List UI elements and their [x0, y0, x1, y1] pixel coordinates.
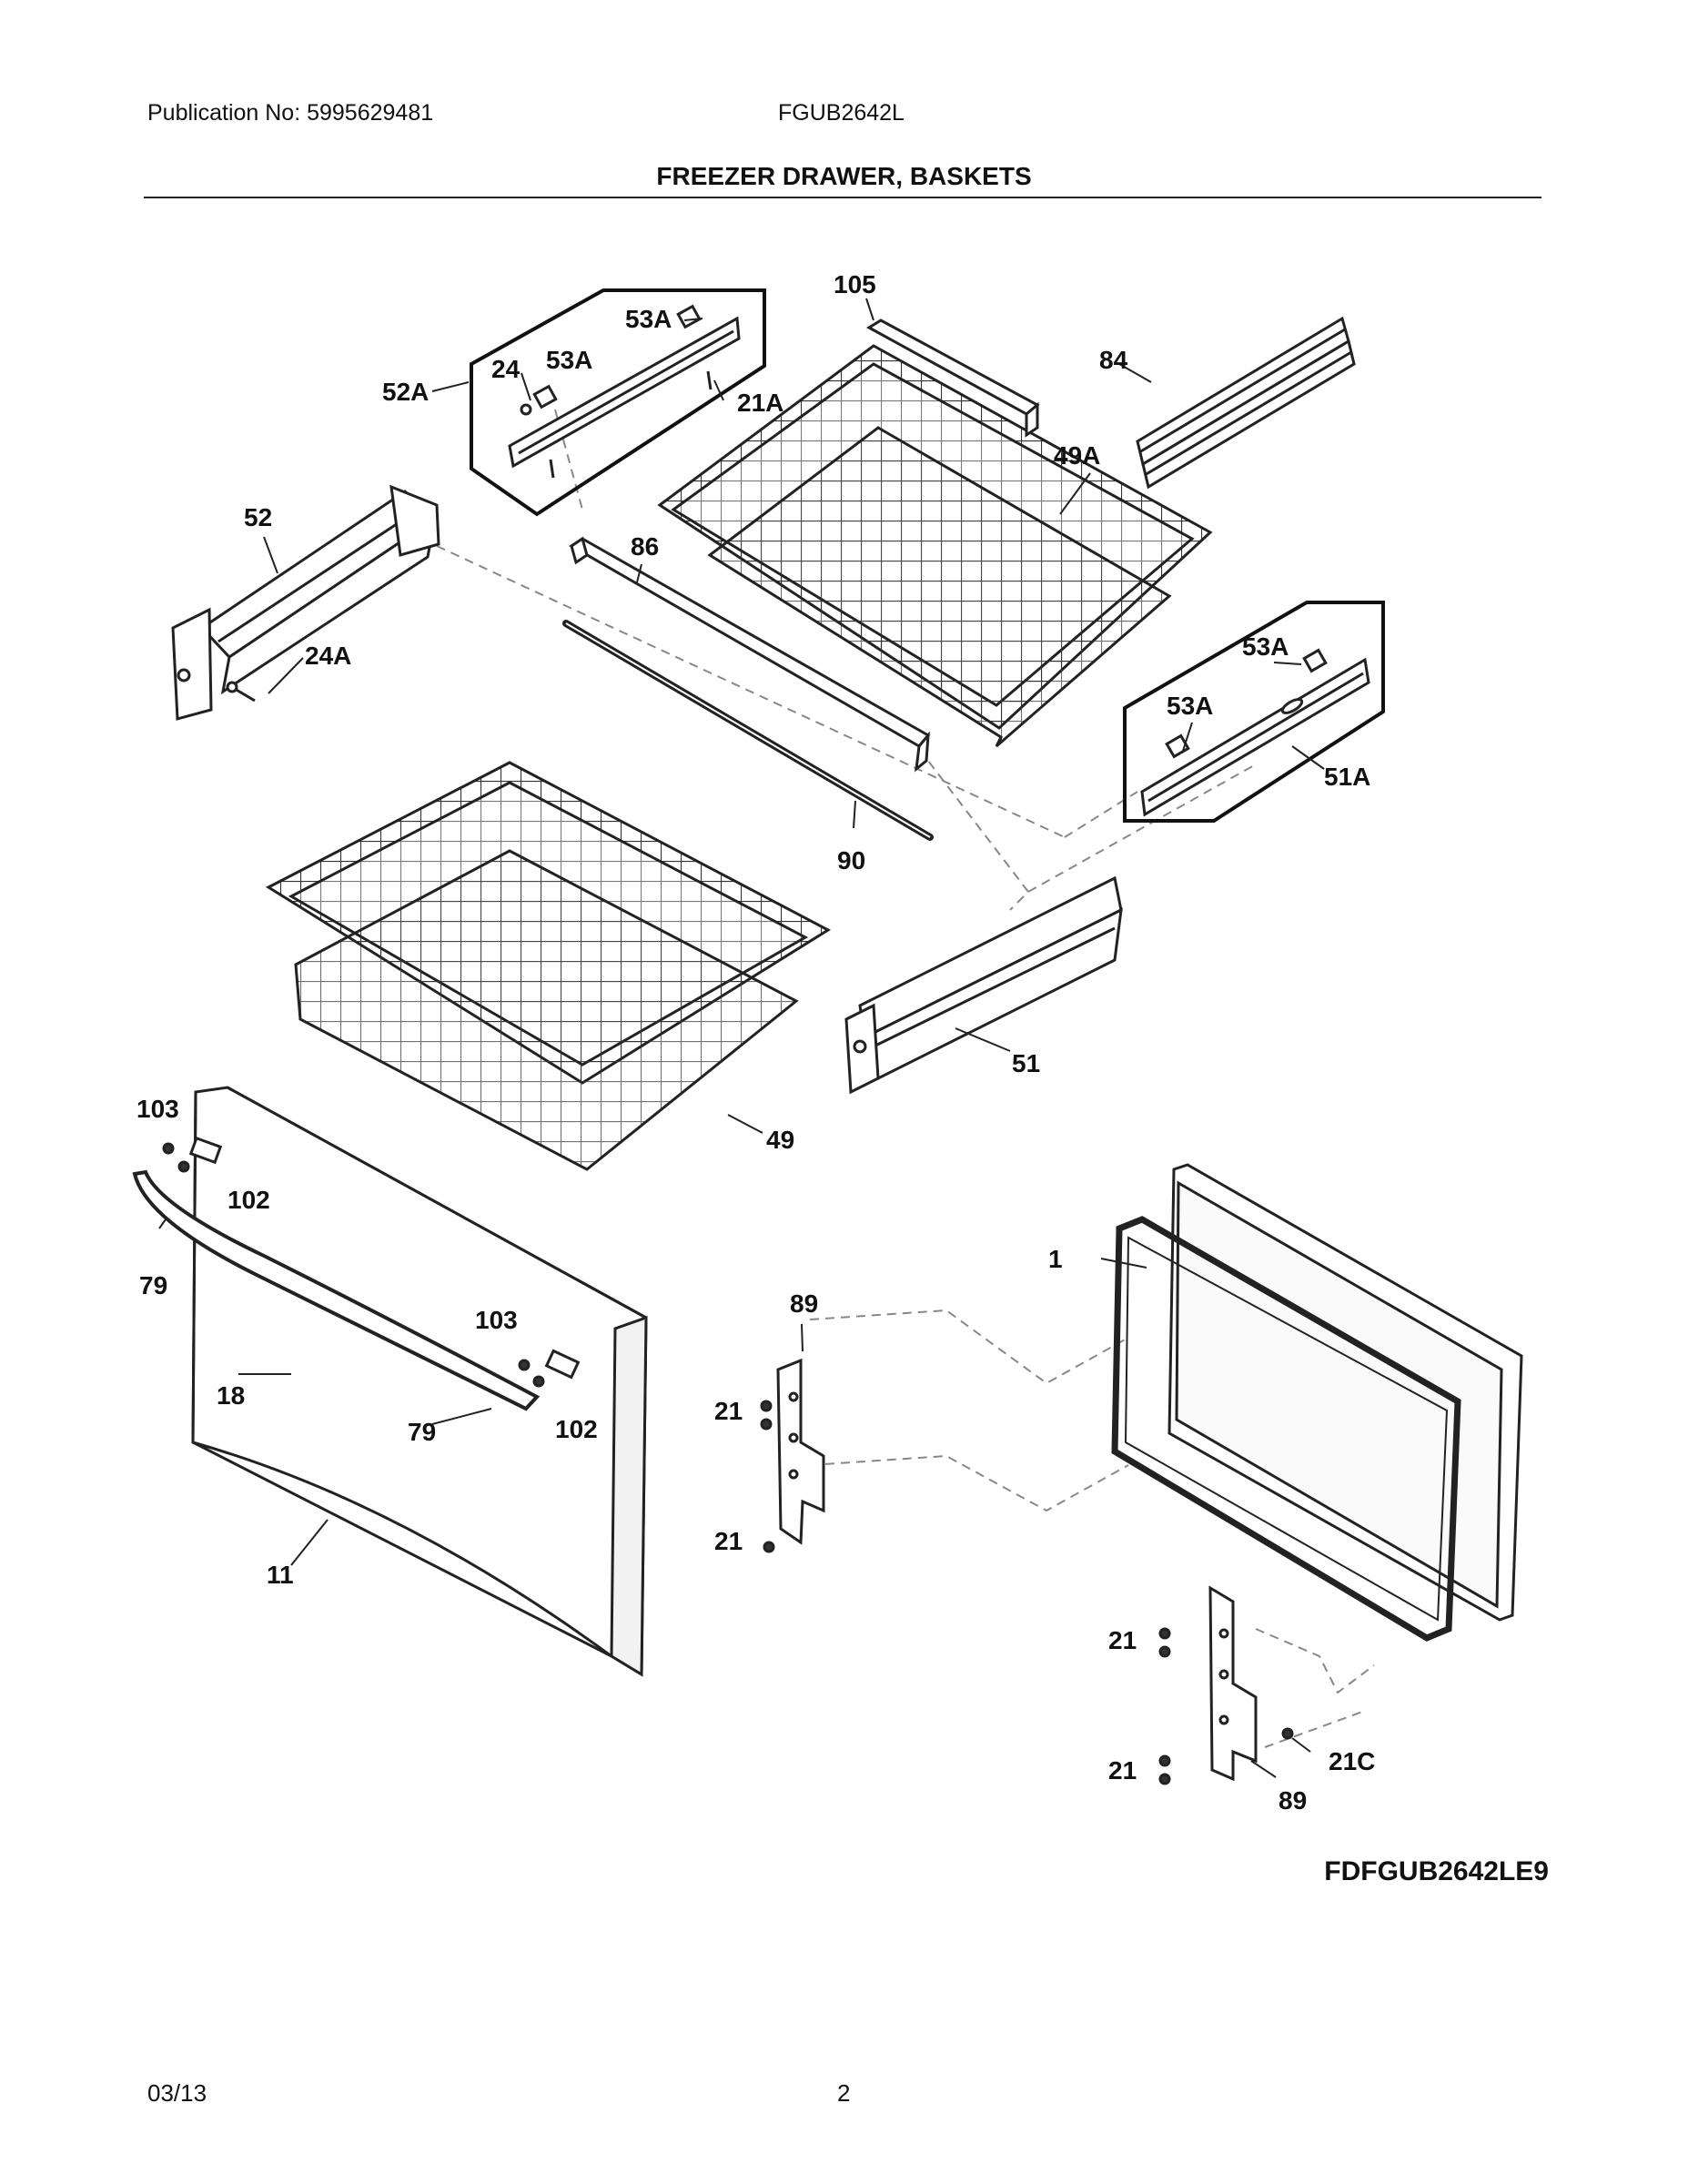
label-53a-left: 53A [546, 346, 592, 374]
publication-number: Publication No: 5995629481 [147, 100, 434, 126]
door-gasket-1 [1111, 1216, 1461, 1642]
label-21-lower-a: 21 [1108, 1626, 1137, 1654]
footer-date: 03/13 [147, 2079, 207, 2107]
bracket-89-upper [776, 1358, 825, 1545]
label-21-upper-a: 21 [714, 1397, 743, 1425]
bracket-89-lower [1208, 1585, 1258, 1782]
label-79-right: 79 [408, 1418, 436, 1446]
header-rule [144, 197, 1541, 198]
drawer-front-11 [191, 1086, 648, 1677]
callout-box-51a [1123, 601, 1385, 823]
page-title: FREEZER DRAWER, BASKETS [656, 162, 1032, 190]
diagram-code: FDFGUB2642LE9 [1324, 1856, 1549, 1886]
label-21a: 21A [737, 389, 783, 417]
lower-basket-49 [265, 761, 832, 1171]
label-52a: 52A [382, 378, 429, 406]
label-21c: 21C [1329, 1747, 1375, 1775]
label-52: 52 [244, 503, 272, 531]
label-24a: 24A [305, 642, 351, 670]
slide-rail-52 [171, 484, 440, 721]
label-102-upper: 102 [227, 1186, 270, 1214]
trim-strip-105 [866, 318, 1040, 438]
label-53a-top: 53A [625, 305, 672, 333]
end-cap-102-upper [188, 1136, 223, 1165]
label-1: 1 [1048, 1245, 1063, 1273]
trim-strip-86 [569, 536, 931, 773]
label-11: 11 [267, 1561, 294, 1589]
label-89-upper: 89 [790, 1289, 818, 1318]
label-103-upper: 103 [136, 1095, 179, 1123]
label-51a: 51A [1324, 763, 1370, 791]
label-105: 105 [834, 270, 876, 298]
slide-rail-51a [1140, 648, 1370, 817]
label-51: 51 [1012, 1049, 1040, 1077]
model-number: FGUB2642L [778, 100, 905, 126]
label-89-lower: 89 [1279, 1786, 1307, 1815]
label-24: 24 [491, 355, 521, 383]
screws-103 [162, 1142, 545, 1388]
callout-box-52a [470, 288, 766, 517]
end-cap-102-lower [544, 1349, 581, 1380]
screws-21 [760, 1400, 1294, 1785]
label-84: 84 [1099, 346, 1128, 374]
label-79-left: 79 [139, 1271, 167, 1299]
upper-basket-49a [657, 344, 1213, 748]
label-90: 90 [837, 846, 865, 875]
assembly-guide-lines [436, 409, 1375, 1748]
door-liner-1 [1167, 1163, 1523, 1622]
handle-18 [132, 1169, 541, 1411]
label-103-lower: 103 [475, 1306, 518, 1334]
label-21-lower-b: 21 [1108, 1756, 1137, 1785]
label-86: 86 [631, 532, 659, 561]
label-53a-right: 53A [1167, 692, 1213, 720]
label-102-lower: 102 [555, 1415, 598, 1443]
label-53a-right-top: 53A [1242, 632, 1289, 661]
label-49: 49 [766, 1126, 794, 1154]
leader-lines [158, 298, 1325, 1778]
label-18: 18 [217, 1381, 245, 1410]
basket-divider-84 [1136, 316, 1356, 490]
label-49a: 49A [1054, 441, 1100, 470]
screw-24a [226, 681, 256, 703]
slide-rail-52a [508, 304, 741, 479]
label-21-upper-b: 21 [714, 1527, 743, 1555]
slide-rail-51 [844, 875, 1123, 1095]
footer-page-number: 2 [837, 2079, 851, 2107]
